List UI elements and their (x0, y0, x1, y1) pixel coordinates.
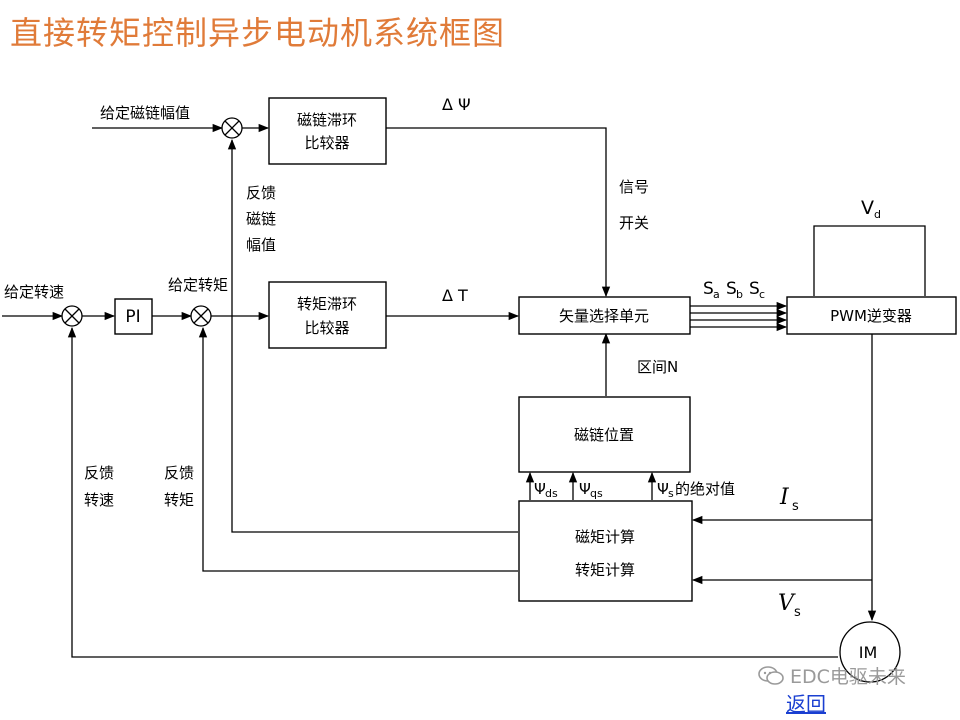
calc-block: 磁矩计算 转矩计算 (518, 500, 693, 602)
psi-qs-label: Ψ qs (579, 480, 603, 500)
wire-flux-feedback (227, 138, 518, 533)
vs-letter: V (778, 591, 796, 616)
vs-subscript: s (794, 605, 801, 620)
flux-ref-label: 给定磁链幅值 (100, 104, 190, 122)
delta-psi-label: Δ Ψ (442, 95, 471, 114)
vector-select-block: 矢量选择单元 (518, 296, 691, 335)
is-subscript: s (792, 499, 799, 514)
torque-feedback-label-2: 转矩 (164, 491, 194, 509)
pwm-inverter-label: PWM逆变器 (830, 307, 912, 325)
vd-subscript: d (874, 208, 881, 221)
psi-abs-suffix: 的绝对值 (675, 480, 735, 498)
is-letter: I (779, 485, 790, 510)
watermark: EDC电驱未来 (758, 662, 906, 689)
page-title: 直接转矩控制异步电动机系统框图 (10, 14, 506, 52)
switch-signal-label-1: 信号 (619, 178, 649, 196)
calc-label-1: 磁矩计算 (575, 528, 635, 546)
wire-flux-hyst-to-vector (386, 127, 611, 298)
vd-letter: V (861, 197, 874, 219)
speed-feedback-label-2: 转速 (84, 491, 114, 509)
psi-abs-letter: Ψ (657, 480, 669, 498)
wire-torque-feedback (198, 326, 518, 572)
torque-hysteresis-block: 转矩滞环 比较器 (268, 281, 387, 349)
flux-hysteresis-label-1: 磁链滞环 (297, 111, 357, 129)
switch-signals-label: S a S b S c (703, 279, 765, 301)
torque-hysteresis-label-1: 转矩滞环 (297, 295, 357, 313)
flux-feedback-label-3: 幅值 (246, 236, 276, 254)
psi-abs-label: Ψ s 的绝对值 (657, 480, 735, 500)
sb-label: S (726, 279, 737, 299)
speed-feedback-label-1: 反馈 (84, 464, 114, 482)
torque-feedback-label-1: 反馈 (164, 464, 194, 482)
delta-t-label: Δ T (442, 286, 468, 305)
psi-qs-subscript: qs (590, 487, 603, 500)
motor-label: IM (859, 643, 878, 662)
pi-block: PI (114, 298, 153, 335)
psi-ds-label: Ψ ds (534, 480, 558, 500)
sum-junction-speed (61, 305, 83, 327)
vd-label: V d (861, 197, 881, 221)
chat-icon (758, 665, 784, 685)
psi-ds-letter: Ψ (534, 480, 546, 498)
torque-hysteresis-label-2: 比较器 (304, 319, 349, 337)
sc-label: S (749, 279, 760, 299)
sb-subscript: b (736, 288, 743, 301)
flux-hysteresis-label-2: 比较器 (304, 134, 349, 152)
wire-vd-bracket (813, 225, 926, 296)
flux-feedback-label-2: 磁链 (246, 210, 276, 228)
flux-hysteresis-block: 磁链滞环 比较器 (268, 97, 387, 165)
region-n-label: 区间N (637, 358, 678, 376)
psi-ds-subscript: ds (545, 487, 558, 500)
sum-junction-flux (221, 117, 243, 139)
psi-qs-letter: Ψ (579, 480, 591, 498)
wire-speed-feedback (67, 326, 838, 658)
pi-label: PI (125, 307, 140, 327)
torque-ref-label: 给定转矩 (168, 276, 228, 294)
sum-junction-torque (190, 305, 212, 327)
watermark-text: EDC电驱未来 (790, 666, 906, 688)
psi-abs-subscript: s (668, 487, 674, 500)
flux-feedback-label-1: 反馈 (246, 184, 276, 202)
sa-subscript: a (713, 288, 720, 301)
flux-position-label: 磁链位置 (574, 426, 634, 444)
switch-signal-label-2: 开关 (619, 214, 649, 232)
vs-label: V s (778, 591, 801, 620)
vector-select-label: 矢量选择单元 (559, 307, 649, 325)
flux-position-block: 磁链位置 (518, 396, 691, 473)
back-link[interactable]: 返回 (786, 692, 826, 716)
speed-ref-label: 给定转速 (4, 283, 64, 301)
pwm-inverter-block: PWM逆变器 (786, 296, 957, 335)
is-label: I s (779, 485, 799, 514)
calc-label-2: 转矩计算 (575, 561, 635, 579)
sc-subscript: c (759, 288, 765, 301)
sa-label: S (703, 279, 714, 299)
motor-block: IM (839, 621, 901, 683)
